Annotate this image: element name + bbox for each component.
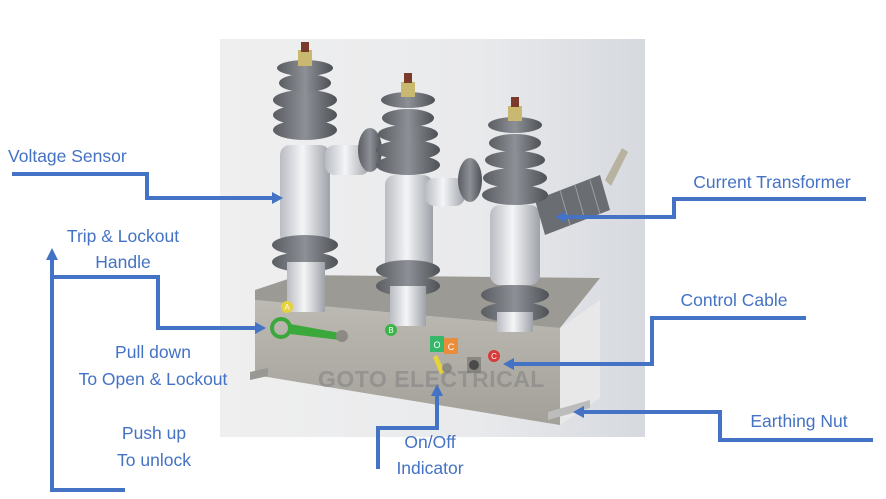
callout-lines <box>12 172 873 492</box>
callout-trip-handle <box>50 255 125 492</box>
arrow-up-icon <box>46 248 58 260</box>
svg-text:A: A <box>284 303 290 312</box>
svg-text:C: C <box>491 352 497 361</box>
label-onoff-line2: Indicator <box>396 458 464 478</box>
phase-badge-a: A <box>281 301 293 313</box>
callout-control-cable <box>512 316 806 366</box>
callout-voltage-sensor <box>12 172 275 200</box>
arrow-left-icon <box>555 211 566 223</box>
label-onoff-line1: On/Off <box>404 432 456 452</box>
callout-trip-handle-branch <box>52 275 258 330</box>
callout-current-transformer <box>564 197 866 219</box>
watermark: GOTO ELECTRICAL <box>318 366 545 392</box>
label-voltage-sensor: Voltage Sensor <box>8 146 127 166</box>
label-control-cable: Control Cable <box>680 290 788 310</box>
label-push-up-line2: To unlock <box>117 450 191 470</box>
svg-text:O: O <box>433 340 440 350</box>
callout-arrowheads <box>46 192 584 418</box>
label-earthing-nut: Earthing Nut <box>750 411 848 431</box>
trip-lockout-handle <box>270 317 348 342</box>
pole-c <box>458 97 628 332</box>
pole-b <box>358 73 465 326</box>
phase-badge-c: C <box>488 350 500 362</box>
label-pull-down-line1: Pull down <box>115 342 191 362</box>
pole-a <box>272 42 370 312</box>
control-cable-connector <box>467 357 481 373</box>
onoff-indicator-window: O C <box>430 336 458 374</box>
arrow-left-icon <box>573 406 584 418</box>
label-trip-handle-line2: Handle <box>95 252 151 272</box>
arrow-right-icon <box>272 192 283 204</box>
label-pull-down-line2: To Open & Lockout <box>78 369 228 389</box>
phase-badge-b: B <box>385 324 397 336</box>
svg-text:B: B <box>388 326 393 335</box>
arrow-up-icon <box>431 384 443 396</box>
svg-text:C: C <box>448 342 455 352</box>
arrow-right-icon <box>255 322 266 334</box>
label-push-up-line1: Push up <box>121 423 187 443</box>
arrow-left-icon <box>503 358 514 370</box>
callout-earthing-nut <box>582 410 873 442</box>
label-trip-handle-line1: Trip & Lockout <box>66 226 180 246</box>
label-current-transformer: Current Transformer <box>693 172 851 192</box>
callout-onoff-indicator <box>376 392 439 469</box>
